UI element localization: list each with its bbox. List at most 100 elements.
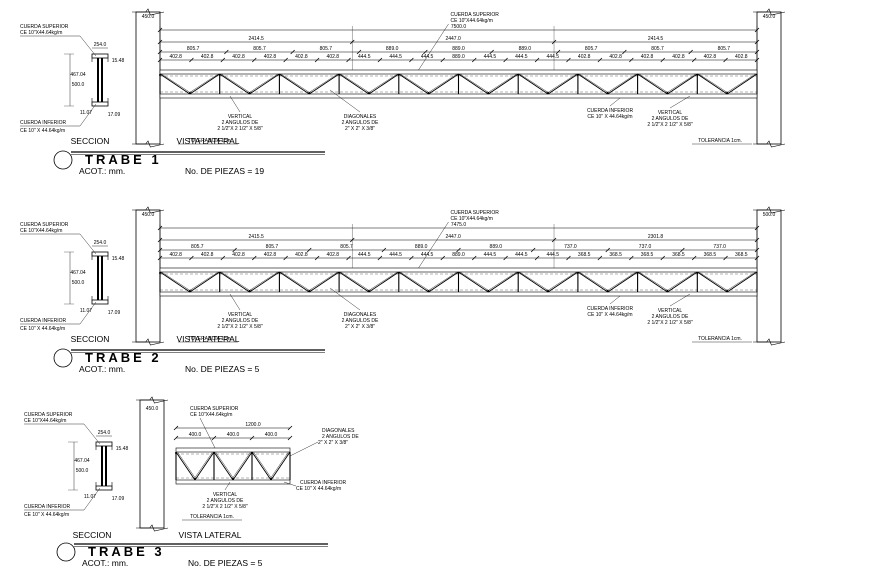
section-label: CE 10" X 44.64kg/m (24, 512, 69, 518)
cuerda-superior-spec: CE 10"X44.64kg/m (190, 412, 232, 418)
subpanel-dim-label: 402.8 (264, 54, 277, 60)
cuerda-inferior-spec: CE 10" X 44.64kg/m (587, 114, 632, 120)
panel-dim-label: 400.0 (265, 432, 278, 438)
total-dim-label: 7475.0 (451, 222, 467, 228)
panel-dim-label: 889.0 (415, 244, 428, 250)
beam-title: TRABE 1 (85, 152, 162, 167)
panel-dim-label: 805.7 (187, 46, 200, 52)
section-label: CUERDA INFERIOR (20, 120, 67, 126)
column-dim-label: 500.0 (763, 212, 776, 218)
section-dim-label: 15.48 (112, 256, 125, 262)
panel-dim-label: 889.0 (490, 244, 503, 250)
subpanel-dim-label: 368.5 (641, 252, 654, 258)
diagonales-label: DIAGONALES (322, 428, 355, 434)
segment-dim-label: 2414.5 (648, 36, 664, 42)
section-label: CE 10" X 44.64kg/m (20, 326, 65, 332)
subpanel-dim-label: 402.8 (609, 54, 622, 60)
panel-dim-label: 805.7 (585, 46, 598, 52)
section-dim-label: 17.09 (112, 496, 125, 502)
panel-dim-label: 737.0 (564, 244, 577, 250)
vertical-spec: 2 ANGULOS DE (222, 318, 259, 324)
subpanel-dim-label: 402.8 (232, 252, 245, 258)
cuerda-inferior-spec: CE 10" X 44.64kg/m (587, 312, 632, 318)
section-label: CUERDA SUPERIOR (20, 222, 69, 228)
subpanel-dim-label: 368.5 (704, 252, 717, 258)
subpanel-dim-label: 444.5 (547, 54, 560, 60)
diagonales-spec: 2 ANGULOS DE (342, 318, 379, 324)
cuerda-inferior-label: CUERDA INFERIOR (587, 108, 634, 114)
truss (159, 267, 758, 297)
beam-title: TRABE 3 (88, 544, 165, 559)
subpanel-dim-label: 368.5 (578, 252, 591, 258)
diagonales-spec: 2" X 2" X 3/8" (318, 440, 348, 446)
section-dim-label: 11.07 (80, 308, 92, 314)
section-dim-label: 254.0 (98, 430, 111, 436)
truss (175, 447, 291, 485)
section-dim-label: 467.04 (74, 458, 90, 464)
subpanel-dim-label: 402.8 (578, 54, 591, 60)
total-dim-label: 7500.0 (451, 24, 467, 30)
subpanel-dim-label: 889.0 (452, 54, 465, 60)
section-label: CUERDA SUPERIOR (20, 24, 69, 30)
column-left (132, 8, 165, 148)
acot-label: ACOT.: mm. (82, 558, 128, 568)
subpanel-dim-label: 402.8 (169, 54, 182, 60)
tolerancia-label: TOLERANCIA 1cm. (698, 336, 742, 342)
subpanel-dim-label: 402.8 (232, 54, 245, 60)
cuerda-inferior-label: CUERDA INFERIOR (587, 306, 634, 312)
diagonales-spec: 2" X 2" X 3/8" (345, 126, 375, 132)
section-label: CE 10"X44.64kg/m (24, 418, 66, 424)
vertical-spec: 2 ANGULOS DE (222, 120, 259, 126)
cuerda-superior-spec: CE 10"X44.64kg/m (451, 216, 493, 222)
subpanel-dim-label: 402.8 (201, 252, 214, 258)
section-label: CUERDA INFERIOR (20, 318, 67, 324)
tolerancia-label: TOLERANCIA 1cm. (190, 514, 234, 520)
panel-dim-label: 805.7 (191, 244, 204, 250)
segment-dim-label: 2415.5 (248, 234, 264, 240)
panel-dim-label: 805.7 (253, 46, 266, 52)
vertical-spec: 2 ANGULOS DE (207, 498, 244, 504)
section-dim-label: 467.04 (70, 270, 86, 276)
subpanel-dim-label: 444.5 (484, 54, 497, 60)
section-dim-label: 254.0 (94, 240, 107, 246)
vertical-label: VERTICAL (658, 110, 683, 116)
panel-dim-label: 805.7 (651, 46, 664, 52)
truss (159, 69, 758, 99)
subpanel-dim-label: 402.8 (327, 252, 340, 258)
subpanel-dim-label: 402.8 (264, 252, 277, 258)
subpanel-dim-label: 444.5 (515, 252, 528, 258)
cuerda-inferior-spec: CE 10" X 44.64kg/m (296, 486, 341, 492)
vista-lateral-label: VISTA LATERAL (179, 530, 242, 540)
panel-dim-label: 805.7 (266, 244, 279, 250)
panel-dim-label: 889.0 (452, 46, 465, 52)
vista-lateral-label: VISTA LATERAL (177, 136, 240, 146)
seccion-label: SECCION (71, 136, 110, 146)
subpanel-dim-label: 444.5 (358, 252, 371, 258)
subpanel-dim-label: 402.8 (641, 54, 654, 60)
section-dim-label: 17.09 (108, 112, 121, 118)
subpanel-dim-label: 368.5 (672, 252, 685, 258)
vertical-spec: 2 1/2"X 2 1/2" X 5/8" (217, 324, 263, 330)
segment-dim-label: 2447.0 (445, 36, 461, 42)
subpanel-dim-label: 402.8 (201, 54, 214, 60)
cuerda-superior-spec: CE 10"X44.64kg/m (451, 18, 493, 24)
vertical-spec: 2 1/2"X 2 1/2" X 5/8" (647, 122, 693, 128)
subpanel-dim-label: 402.8 (295, 54, 308, 60)
diagonales-spec: 2 ANGULOS DE (342, 120, 379, 126)
section-dim-label: 500.0 (72, 82, 85, 88)
cuerda-superior-label: CUERDA SUPERIOR (190, 406, 239, 412)
section-dim-label: 500.0 (76, 468, 89, 474)
seccion-label: SECCION (71, 334, 110, 344)
section-dim-label: 254.0 (94, 42, 107, 48)
vertical-label: VERTICAL (228, 312, 253, 318)
section-label: CE 10" X 44.64kg/m (20, 128, 65, 134)
column-dim-label: 450.0 (146, 406, 159, 412)
column-left (136, 396, 169, 532)
subpanel-dim-label: 444.5 (547, 252, 560, 258)
panel-dim-label: 805.7 (320, 46, 333, 52)
